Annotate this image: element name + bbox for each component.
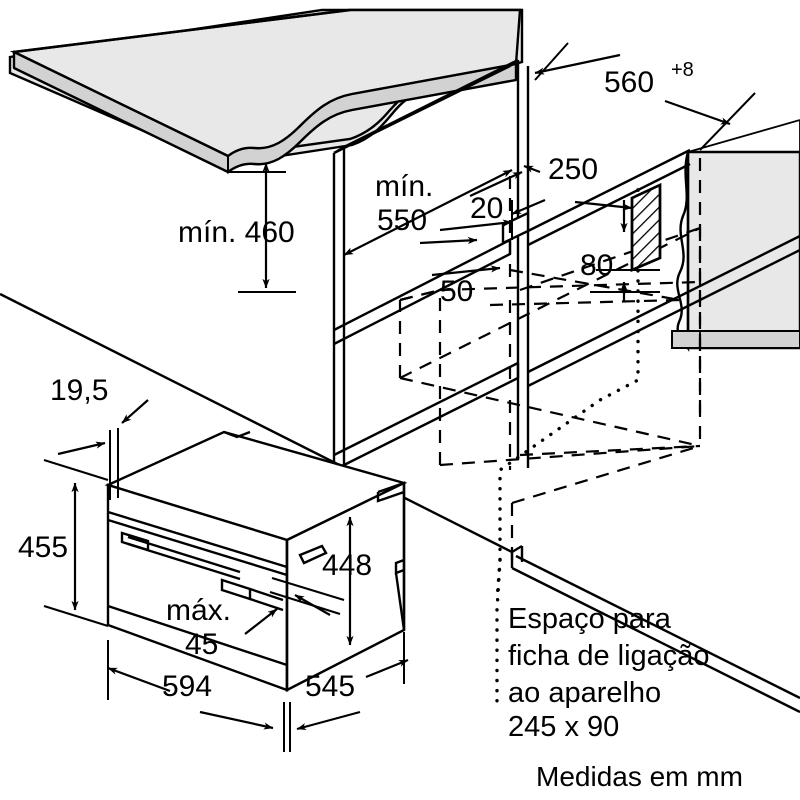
countertop-slab [8, 8, 524, 174]
front-panel-thickness-marks [109, 428, 119, 500]
dimension-250 [469, 164, 633, 211]
label-455: 455 [18, 531, 68, 564]
socket-hatched-block [630, 182, 662, 272]
dimension-max-45 [244, 577, 345, 635]
label-min-550-line1: mín. [375, 170, 433, 203]
dimension-min-550 [343, 169, 513, 256]
dimension-455 [43, 459, 109, 627]
label-50: 50 [440, 275, 473, 308]
dimension-80 [590, 200, 660, 302]
label-80: 80 [580, 249, 613, 282]
dimension-594 [107, 640, 285, 752]
label-560-superscript: +8 [671, 59, 694, 81]
units-note: Medidas em mm [536, 761, 743, 792]
label-448: 448 [322, 549, 372, 582]
label-545: 545 [305, 670, 355, 703]
label-max-45-line1: máx. [166, 594, 231, 627]
label-250: 250 [548, 153, 598, 186]
dimension-560-plus8 [534, 42, 756, 151]
label-594: 594 [162, 670, 212, 703]
socket-note-line-1: Espaço para [508, 603, 672, 635]
label-min-550-line2: 550 [377, 204, 427, 237]
label-max-45-line2: 45 [185, 628, 218, 661]
dimension-20 [439, 198, 546, 240]
socket-note-line-2: ficha de ligação [508, 640, 710, 672]
dimension-50 [419, 236, 501, 277]
socket-note-line-4: 245 x 90 [508, 711, 619, 743]
socket-note-line-3: ao aparelho [508, 677, 661, 709]
label-20: 20 [470, 192, 503, 225]
label-560: 560 [604, 66, 654, 99]
rear-wall-panel [671, 119, 800, 420]
dimension-min-460 [228, 162, 296, 293]
label-19-5: 19,5 [50, 374, 108, 407]
dimension-19-5 [57, 399, 149, 456]
dimension-545 [289, 632, 409, 752]
label-min-460: mín. 460 [178, 216, 295, 249]
appliance-oven-body [104, 430, 408, 692]
